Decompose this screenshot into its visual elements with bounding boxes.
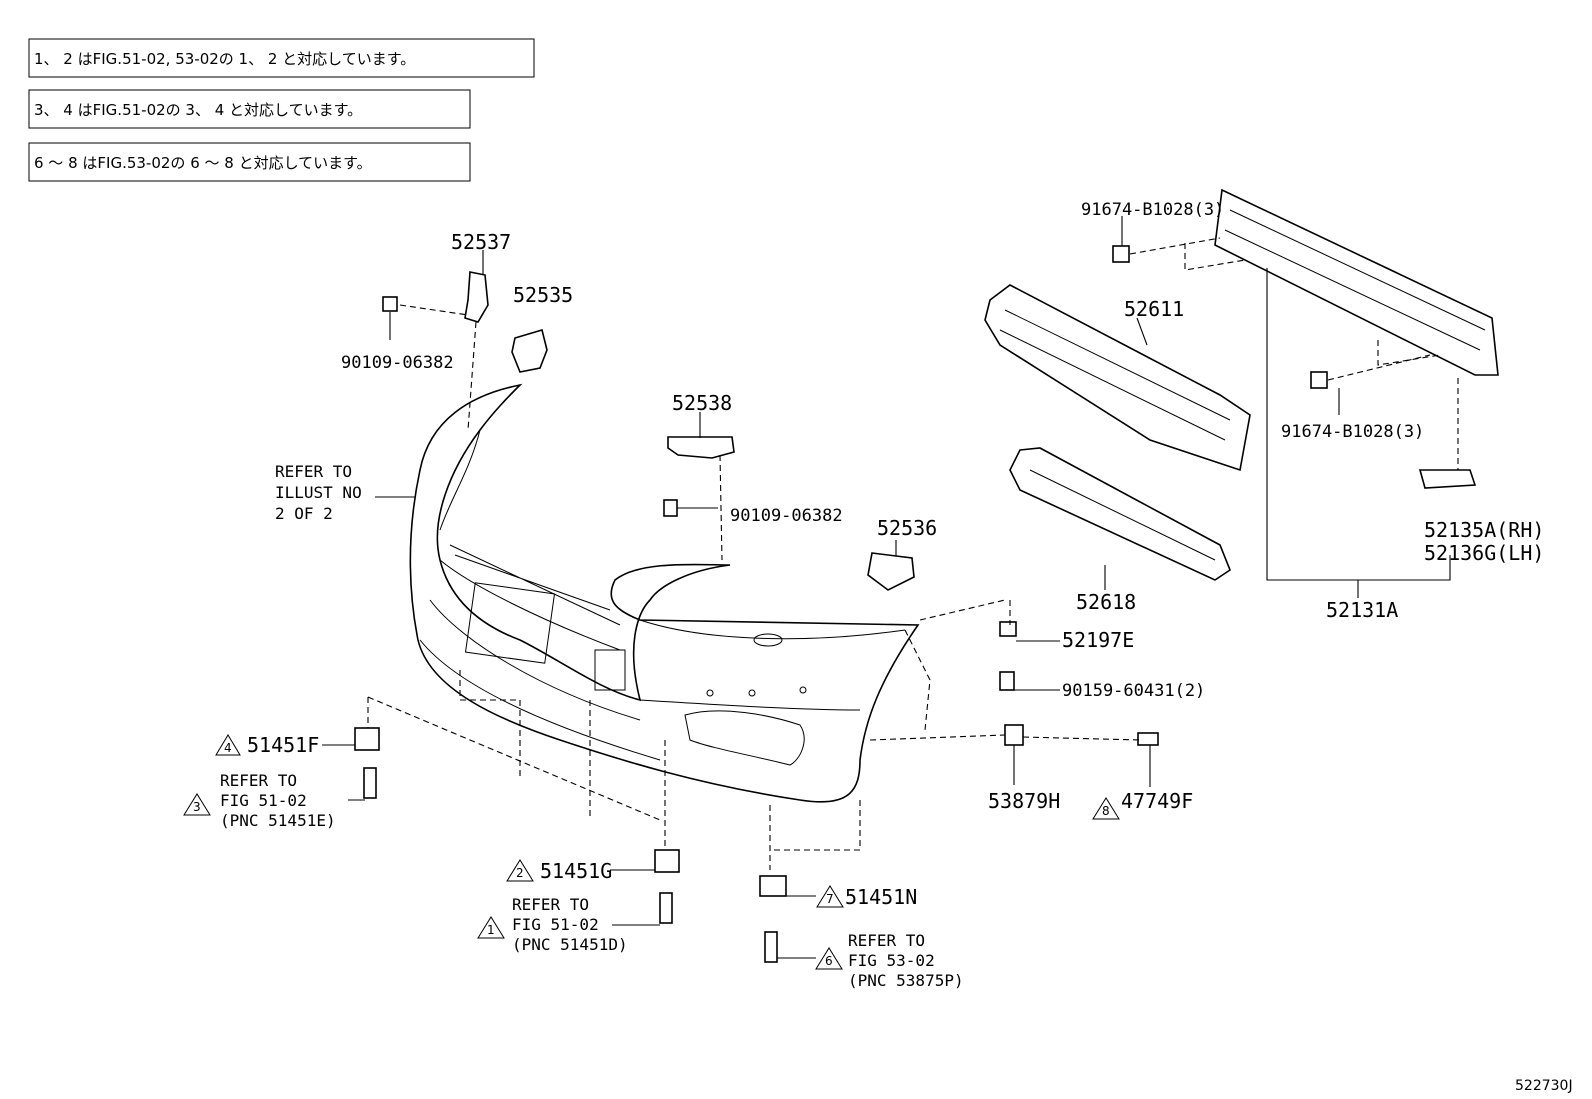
clip-51451n [759, 875, 787, 897]
label-52131a: 52131A [1326, 598, 1398, 622]
bolt-90109-b [663, 499, 678, 517]
label-52538: 52538 [672, 391, 732, 415]
label-90109-06382-b: 90109-06382 [730, 506, 843, 526]
note-box-3: 6 ～ 8 はFIG.53-02の 6 ～ 8 と対応しています。 [28, 142, 471, 182]
part-52536-shape [867, 552, 915, 591]
svg-text:FIG 51-02: FIG 51-02 [220, 791, 307, 810]
bumper-cover [409, 383, 920, 803]
triangle-2-icon: 2 [506, 859, 534, 882]
label-52536: 52536 [877, 516, 937, 540]
triangle-3-icon: 3 [183, 793, 211, 816]
svg-text:2: 2 [516, 866, 524, 880]
label-91674-b1028-b: 91674-B1028(3) [1281, 422, 1424, 442]
label-52197e: 52197E [1062, 628, 1134, 652]
label-91674-b1028-a: 91674-B1028(3) [1081, 200, 1224, 220]
svg-text:2 OF 2: 2 OF 2 [275, 504, 333, 523]
label-53879h: 53879H [988, 789, 1060, 813]
clip-51451f [354, 727, 380, 751]
triangle-6-icon: 6 [815, 947, 843, 970]
triangle-markers: 4 3 2 1 7 6 8 [183, 734, 1120, 970]
note-text-1: 1、 2 はFIG.51-02, 53-02の 1、 2 と対応しています。 [34, 50, 415, 68]
svg-text:(PNC 53875P): (PNC 53875P) [848, 971, 964, 990]
label-52136g: 52136G(LH) [1424, 541, 1544, 565]
svg-text:3: 3 [193, 800, 201, 814]
label-90109-06382-a: 90109-06382 [341, 353, 454, 373]
ref-fig-51-02-b: REFER TO FIG 51-02 (PNC 51451D) [512, 895, 628, 954]
part-52131-shape [1214, 188, 1499, 376]
ref-fig-53-02: REFER TO FIG 53-02 (PNC 53875P) [848, 931, 964, 990]
svg-text:8: 8 [1102, 804, 1110, 818]
triangle-1-icon: 1 [477, 916, 505, 939]
svg-text:7: 7 [826, 892, 834, 906]
label-90159-60431: 90159-60431(2) [1062, 681, 1205, 701]
note-box-1: 1、 2 はFIG.51-02, 53-02の 1、 2 と対応しています。 [28, 38, 535, 78]
label-52618: 52618 [1076, 590, 1136, 614]
svg-text:(PNC 51451E): (PNC 51451E) [220, 811, 336, 830]
svg-text:FIG 53-02: FIG 53-02 [848, 951, 935, 970]
svg-text:REFER TO: REFER TO [275, 462, 352, 481]
part-52611-shape [984, 284, 1251, 472]
note-text-2: 3、 4 はFIG.51-02の 3、 4 と対応しています。 [34, 101, 362, 119]
note-box-2: 3、 4 はFIG.51-02の 3、 4 と対応しています。 [28, 89, 471, 129]
clip-52197e [999, 621, 1017, 637]
label-52135a: 52135A(RH) [1424, 518, 1544, 542]
svg-text:6: 6 [825, 954, 833, 968]
screw-51451e [363, 767, 377, 799]
svg-text:(PNC 51451D): (PNC 51451D) [512, 935, 628, 954]
bolt-90109-a [382, 296, 398, 312]
figure-id: 522730J [1515, 1078, 1573, 1094]
part-52538-shape [667, 436, 735, 459]
bolt-91674-b [1310, 371, 1328, 389]
svg-text:ILLUST NO: ILLUST NO [275, 483, 362, 502]
screw-51451d [659, 892, 673, 924]
svg-text:REFER TO: REFER TO [220, 771, 297, 790]
clip-51451g [654, 849, 680, 873]
svg-text:REFER TO: REFER TO [512, 895, 589, 914]
svg-text:1: 1 [487, 923, 495, 937]
ref-illust: REFER TO ILLUST NO 2 OF 2 [275, 462, 362, 523]
label-51451f: 51451F [247, 733, 319, 757]
svg-text:REFER TO: REFER TO [848, 931, 925, 950]
screw-90159 [999, 671, 1015, 691]
part-52135-shape [1418, 469, 1477, 489]
svg-text:4: 4 [224, 741, 232, 755]
part-labels: 52537 52535 90109-06382 52538 90109-0638… [247, 200, 1544, 909]
screw-53875p [764, 931, 778, 963]
triangle-4-icon: 4 [215, 734, 241, 756]
triangle-7-icon: 7 [816, 885, 844, 908]
label-51451n: 51451N [845, 885, 917, 909]
label-52611: 52611 [1124, 297, 1184, 321]
part-52535-shape [511, 328, 548, 373]
label-52535: 52535 [513, 283, 573, 307]
note-text-3: 6 ～ 8 はFIG.53-02の 6 ～ 8 と対応しています。 [34, 154, 372, 172]
svg-text:FIG 51-02: FIG 51-02 [512, 915, 599, 934]
bolt-91674-a [1112, 245, 1130, 263]
leader-lines [322, 216, 1451, 959]
triangle-8-icon: 8 [1092, 797, 1120, 820]
label-47749f: 47749F [1121, 789, 1193, 813]
part-52537-shape [464, 271, 489, 323]
part-53879h-shape [1004, 724, 1024, 746]
part-47749f-shape [1137, 732, 1159, 746]
label-51451g: 51451G [540, 859, 612, 883]
dashed-lines [367, 237, 1459, 870]
label-52537: 52537 [451, 230, 511, 254]
ref-fig-51-02-a: REFER TO FIG 51-02 (PNC 51451E) [220, 771, 336, 830]
